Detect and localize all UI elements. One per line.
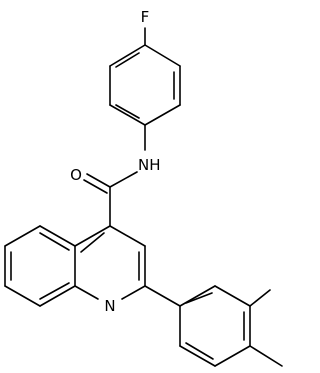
ring-nitrogen-label: N: [104, 297, 115, 315]
fluorine-label: F: [141, 8, 150, 26]
molecule-structure: F NH O N: [4, 8, 283, 367]
fluorophenyl-ring: [109, 44, 181, 126]
methyl-bond-upper: [249, 289, 271, 307]
n-carbonyl-bond: [109, 171, 138, 188]
c2-aryl-bond: [144, 285, 181, 307]
dimethylphenyl-ring: [179, 285, 251, 367]
quinoline-pyridine-ring: [74, 225, 146, 300]
carbonyl-oxygen-label: O: [70, 166, 82, 184]
quinoline-benzo-ring: [4, 225, 76, 307]
carbonyl-double-bond: [83, 173, 111, 194]
amide-nh-label: NH: [138, 156, 161, 174]
methyl-bond-lower: [249, 345, 283, 367]
